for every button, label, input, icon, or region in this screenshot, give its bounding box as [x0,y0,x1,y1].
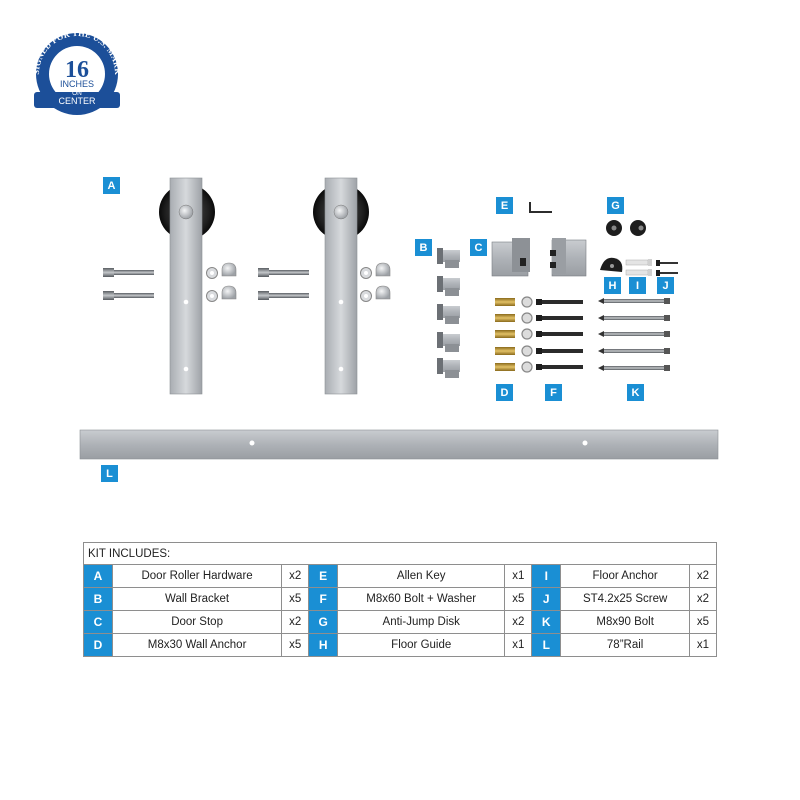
wall-brackets [437,248,460,378]
tag-d: D [496,384,513,401]
anti-jump-disks [606,220,646,236]
hardware-illustration [79,177,719,460]
kit-item-qty: x5 [281,633,310,657]
floor-guide [600,257,623,272]
kit-item-qty: x1 [504,564,533,588]
badge-number: 16 [65,57,89,83]
door-roller-left [159,177,215,395]
table-row: A Door Roller Hardware x2 E Allen Key x1… [83,564,717,588]
tag-h: H [604,277,621,294]
table-row: D M8x30 Wall Anchor x5 H Floor Guide x1 … [83,633,717,657]
tag-g: G [607,197,624,214]
kit-item-qty: x2 [689,587,717,611]
kit-item-name: Allen Key [337,564,506,588]
kit-item-qty: x1 [504,633,533,657]
kit-letter: H [308,633,339,657]
allen-key [529,202,552,213]
tag-i: I [629,277,646,294]
kit-item-name: M8x90 Bolt [560,610,690,634]
rail [79,429,719,460]
kit-letter: L [531,633,562,657]
floor-anchors [625,259,652,276]
kit-item-qty: x5 [281,587,310,611]
kit-includes-table: KIT INCLUDES: A Door Roller Hardware x2 … [83,542,717,657]
m8x90-bolts [598,298,670,371]
tag-c: C [470,239,487,256]
kit-item-name: Floor Guide [337,633,506,657]
kit-item-qty: x5 [689,610,717,634]
door-stops [491,238,587,277]
roller-bolt-sets [103,262,391,302]
badge-line1: INCHES [60,79,94,89]
kit-letter: G [308,610,339,634]
tag-e: E [496,197,513,214]
tag-j: J [657,277,674,294]
kit-letter: I [531,564,562,588]
tag-f: F [545,384,562,401]
kit-letter: C [83,610,113,634]
table-row: C Door Stop x2 G Anti-Jump Disk x2 K M8x… [83,610,717,634]
kit-item-qty: x2 [281,564,310,588]
badge-line3: CENTER [58,96,96,106]
door-roller-right [313,177,369,395]
kit-item-name: Wall Bracket [111,587,283,611]
tag-k: K [627,384,644,401]
tag-b: B [415,239,432,256]
kit-item-qty: x2 [504,610,533,634]
table-row: B Wall Bracket x5 F M8x60 Bolt + Washer … [83,587,717,611]
badge-line2: ON [72,90,82,97]
kit-item-name: M8x60 Bolt + Washer [337,587,506,611]
kit-item-qty: x2 [281,610,310,634]
kit-item-qty: x2 [689,564,717,588]
kit-item-name: Anti-Jump Disk [337,610,506,634]
kit-letter: E [308,564,339,588]
kit-item-name: ST4.2x25 Screw [560,587,690,611]
kit-item-name: Floor Anchor [560,564,690,588]
kit-letter: K [531,610,562,634]
kit-letter: B [83,587,113,611]
kit-letter: J [531,587,562,611]
screws [656,260,678,276]
kit-heading: KIT INCLUDES: [83,542,717,565]
kit-item-name: 78”Rail [560,633,690,657]
tag-a: A [103,177,120,194]
kit-letter: D [83,633,113,657]
kit-item-qty: x1 [689,633,717,657]
tag-l: L [101,465,118,482]
kit-letter: A [83,564,113,588]
kit-item-name: Door Stop [111,610,283,634]
wall-anchors-and-bolts [495,296,583,373]
us-market-badge: DESIGNED FOR THE U.S. MARKET 16 INCHES O… [28,28,122,115]
kit-item-qty: x5 [504,587,533,611]
kit-item-name: Door Roller Hardware [111,564,283,588]
kit-letter: F [308,587,339,611]
kit-item-name: M8x30 Wall Anchor [111,633,283,657]
